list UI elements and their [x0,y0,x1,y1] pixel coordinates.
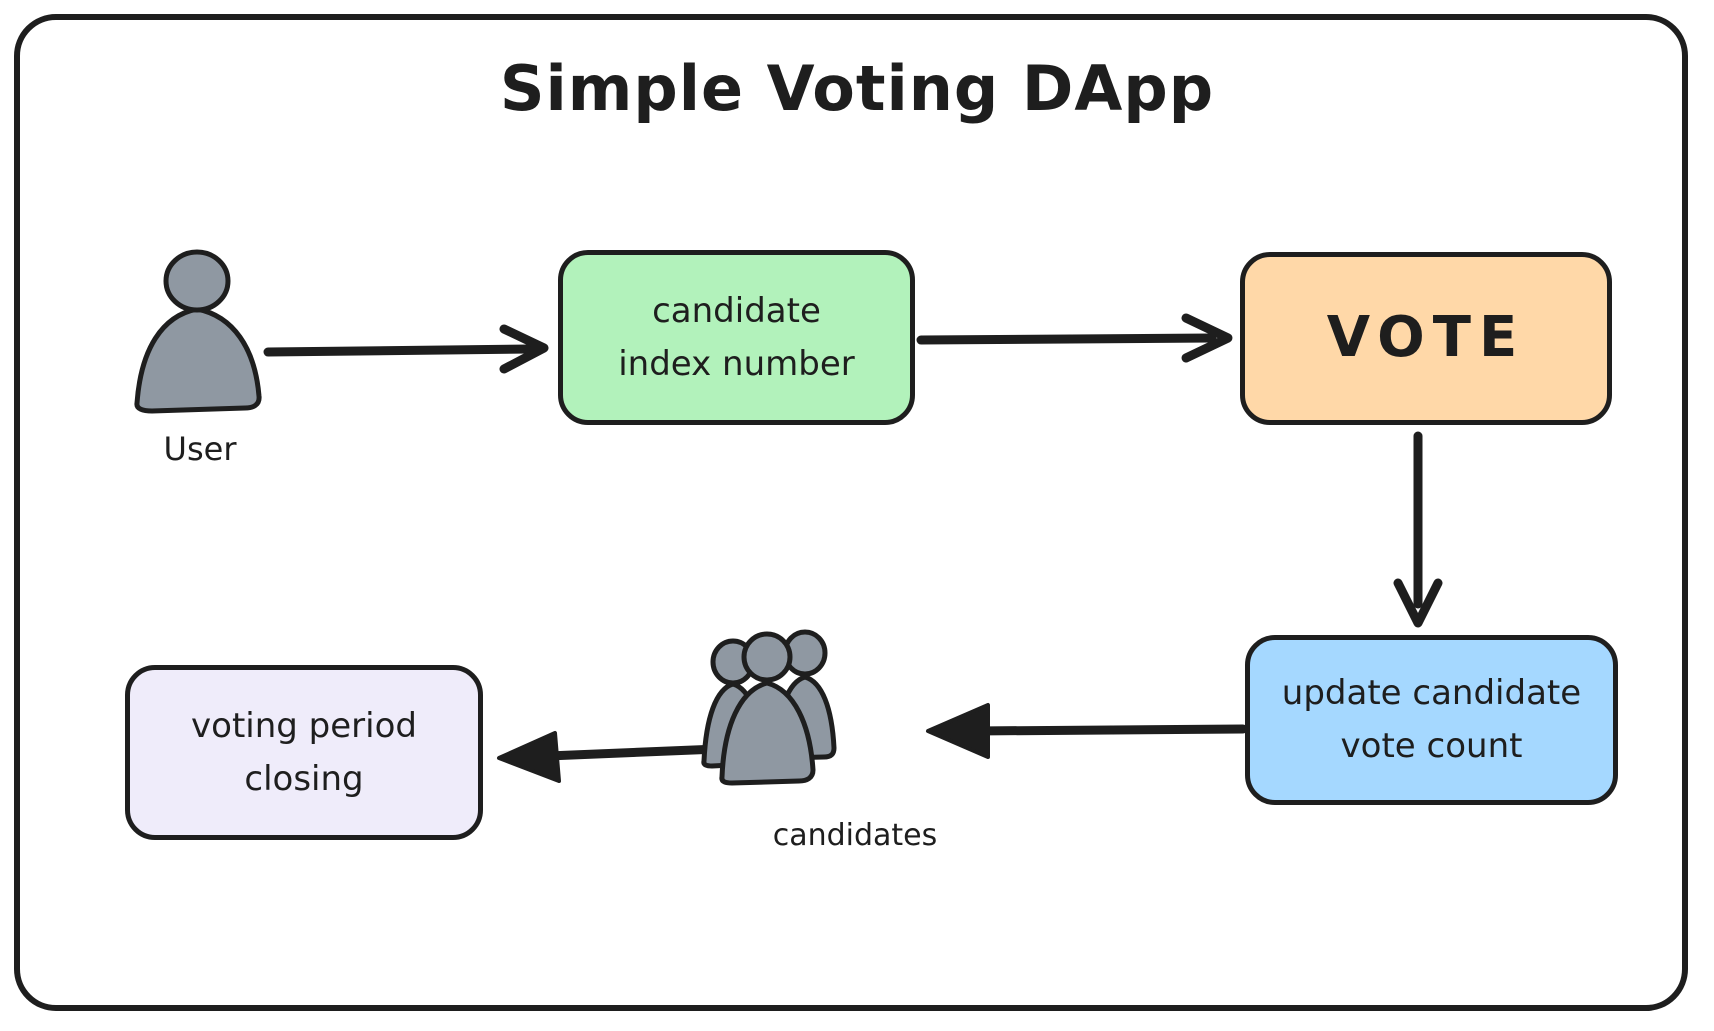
node-vote: VOTE [1240,252,1612,425]
node-voting-period-closing: voting period closing [125,665,483,840]
user-label: User [163,430,237,468]
node-update-count-line-1: update candidate [1281,673,1582,714]
node-candidate-index-line-2: index number [618,343,855,384]
node-update-vote-count: update candidate vote count [1245,635,1618,805]
node-voting-period-line-1: voting period [191,705,417,746]
node-voting-period-line-2: closing [244,758,364,799]
node-vote-label: VOTE [1326,305,1526,371]
node-update-count-line-2: vote count [1340,726,1523,766]
candidates-label: candidates [772,818,938,853]
outer-frame [14,14,1688,1011]
diagram-title: Simple Voting DApp [499,52,1215,125]
node-candidate-index-number: candidate index number [558,250,915,425]
node-candidate-index-line-1: candidate [652,290,821,331]
